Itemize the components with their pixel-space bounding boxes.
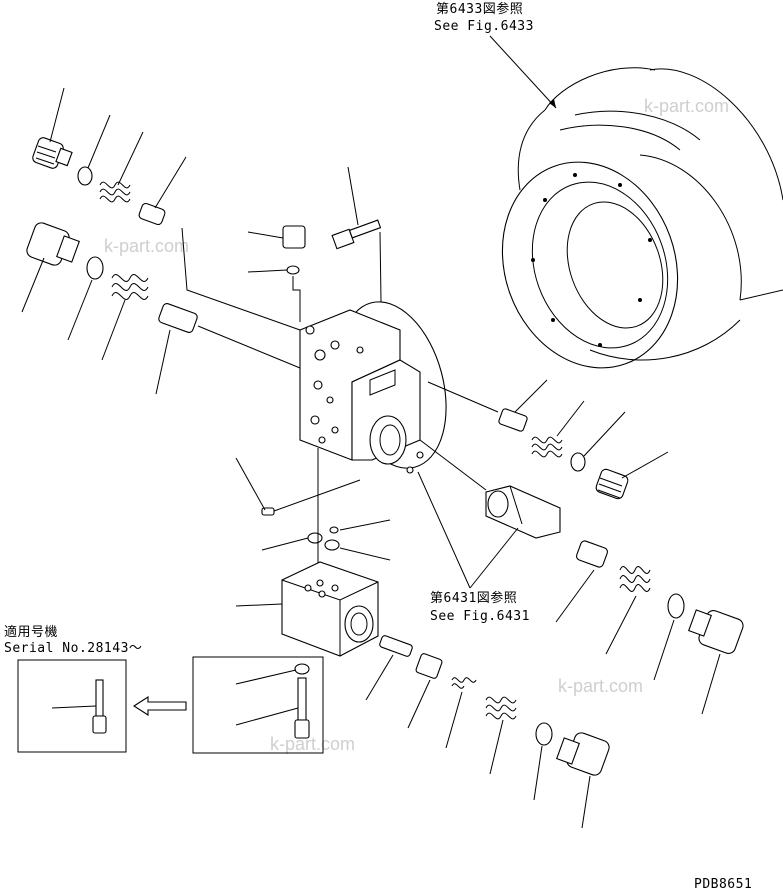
motor-valve-body	[299, 301, 447, 474]
leader-line	[51, 705, 97, 709]
leader-line	[417, 471, 471, 589]
leader-line	[489, 719, 504, 775]
watermark: k-part.com	[104, 236, 189, 256]
leader-line	[339, 519, 391, 531]
leader-line	[261, 537, 309, 551]
ref-6433-jp: 第6433図参照	[436, 1, 523, 17]
leader-line	[67, 279, 93, 341]
figure-code: PDB8651	[694, 877, 752, 892]
leader-line	[489, 35, 557, 109]
poppet	[415, 653, 443, 679]
o-ring-small	[307, 532, 323, 544]
leader-line	[556, 400, 585, 437]
leader-line	[197, 325, 301, 369]
leader-line	[101, 299, 126, 361]
watermark: k-part.com	[644, 96, 729, 116]
bolt-head	[92, 715, 107, 734]
leader-line	[181, 227, 301, 331]
o-ring	[86, 256, 104, 280]
ref-6431-en: See Fig.6431	[430, 609, 530, 624]
leader-line	[583, 411, 626, 457]
leader-line	[533, 745, 543, 801]
leader-line	[235, 603, 283, 607]
arrow-left-icon	[132, 695, 187, 717]
leader-line	[247, 269, 288, 273]
ref-6431-jp: 第6431図参照	[430, 590, 517, 606]
o-ring	[570, 452, 586, 472]
leader-line	[49, 87, 65, 143]
spring-lower	[111, 274, 149, 300]
leader-line	[117, 131, 144, 186]
leader-line	[621, 451, 669, 479]
relief-plug-lower	[26, 222, 80, 266]
spring-small	[451, 677, 477, 689]
ref-6433-en: See Fig.6433	[434, 19, 534, 34]
leader-line	[87, 114, 111, 169]
current-bolt-box	[192, 656, 324, 754]
serial-en: Serial No.28143～	[4, 641, 142, 656]
leader-line	[21, 257, 45, 313]
leader-line	[235, 457, 266, 511]
bolt-shank	[95, 679, 104, 717]
watermark: k-part.com	[558, 676, 643, 696]
cover-block	[281, 561, 379, 657]
leader-line	[339, 547, 391, 561]
check-valve	[379, 635, 413, 657]
serial-jp: 適用号機	[4, 624, 58, 640]
leader-line	[419, 439, 487, 491]
leader-line	[701, 653, 721, 715]
poppet-right	[498, 408, 528, 432]
leader-line	[292, 276, 301, 322]
spool	[485, 485, 561, 539]
leader-line	[555, 569, 595, 623]
plug-right	[595, 468, 629, 500]
leader-line	[155, 329, 171, 395]
plug-right-lower	[688, 609, 744, 654]
leader-line	[365, 654, 394, 701]
relief-plug-upper	[32, 137, 73, 169]
spring-upper	[99, 181, 131, 203]
leader-line	[605, 595, 637, 655]
o-ring-small	[329, 526, 339, 534]
leader-line	[247, 231, 284, 239]
poppet-upper	[138, 202, 166, 226]
o-ring-small	[286, 265, 300, 275]
washer	[294, 663, 310, 675]
leader-line	[407, 679, 431, 729]
leader-line	[427, 381, 499, 413]
leader-line	[653, 619, 675, 681]
arrowhead	[549, 99, 556, 108]
plug-lower	[556, 732, 610, 776]
leader-line	[514, 379, 548, 413]
bolt-head	[294, 719, 310, 739]
leader-line	[154, 156, 187, 209]
leader-line	[445, 691, 463, 749]
socket-bolt	[331, 219, 382, 250]
plug-hex	[282, 225, 306, 249]
o-ring-small	[324, 539, 340, 551]
pin	[261, 507, 275, 516]
o-ring	[535, 722, 553, 746]
spring-right-lower	[619, 566, 651, 592]
leader-line	[581, 775, 591, 829]
final-drive-housing	[501, 67, 783, 369]
leader-line	[347, 166, 359, 226]
spring	[485, 696, 517, 720]
leader-line	[235, 669, 297, 685]
leader-line	[469, 527, 519, 589]
poppet-right-lower	[576, 540, 608, 568]
serial-box	[17, 659, 127, 753]
spring-right	[531, 436, 563, 458]
watermark: k-part.com	[270, 734, 355, 754]
leader-line	[273, 479, 361, 512]
poppet-lower	[158, 303, 198, 333]
leader-line	[235, 707, 299, 726]
bolt-shank	[297, 677, 307, 721]
o-ring	[667, 593, 685, 619]
o-ring	[77, 166, 93, 186]
